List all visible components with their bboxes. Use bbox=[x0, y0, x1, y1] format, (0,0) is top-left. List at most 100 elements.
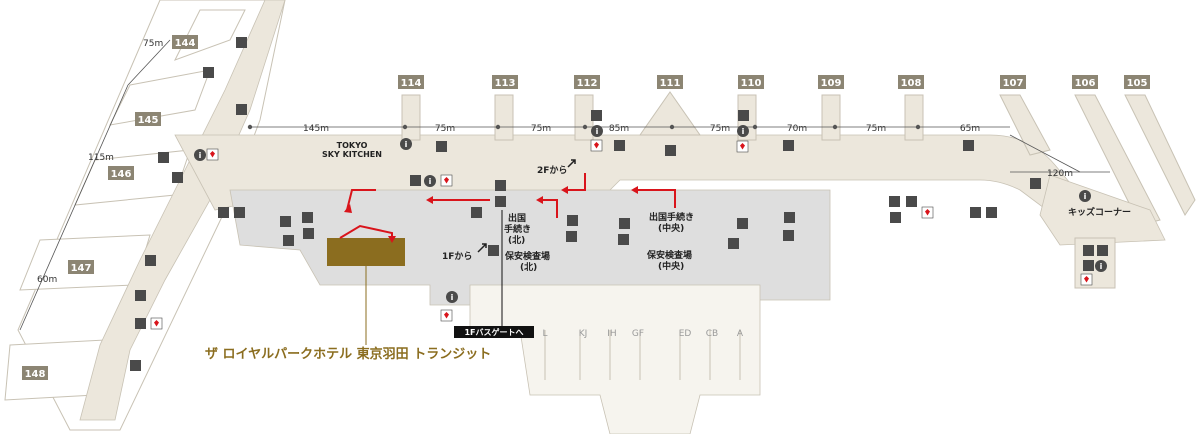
gate-badge-113[interactable]: 113 bbox=[492, 75, 518, 89]
phone-icon[interactable] bbox=[963, 140, 974, 151]
gate-113-finger bbox=[494, 94, 514, 141]
aed-icon[interactable] bbox=[736, 140, 749, 153]
gate-114-finger bbox=[401, 94, 421, 141]
info-icon[interactable]: i bbox=[1079, 190, 1091, 202]
gate-badge-109[interactable]: 109 bbox=[818, 75, 844, 89]
accessible-toilet-icon[interactable] bbox=[1083, 260, 1094, 271]
accessible-toilet-icon[interactable] bbox=[618, 234, 629, 245]
up-arrow-icon bbox=[567, 159, 576, 168]
lane-label: L bbox=[542, 329, 547, 339]
escalator-icon[interactable] bbox=[203, 67, 214, 78]
gate-badge-105[interactable]: 105 bbox=[1124, 75, 1150, 89]
restroom-icon[interactable] bbox=[135, 318, 146, 329]
info-icon[interactable]: i bbox=[591, 125, 603, 137]
bus-gate-label[interactable]: 1Fバスゲートへ bbox=[454, 326, 534, 338]
accessible-toilet-icon[interactable] bbox=[890, 212, 901, 223]
elevator-icon[interactable] bbox=[906, 196, 917, 207]
restroom-icon[interactable] bbox=[471, 207, 482, 218]
gate-badge-114[interactable]: 114 bbox=[398, 75, 424, 89]
gate-badge-111[interactable]: 111 bbox=[657, 75, 683, 89]
aed-icon[interactable] bbox=[921, 206, 934, 219]
stairs-icon[interactable] bbox=[665, 145, 676, 156]
gate-badge-148[interactable]: 148 bbox=[22, 366, 48, 380]
info-icon[interactable]: i bbox=[1095, 260, 1107, 272]
escalator-icon[interactable] bbox=[566, 231, 577, 242]
restroom-icon[interactable] bbox=[889, 196, 900, 207]
aed-icon[interactable] bbox=[1080, 273, 1093, 286]
accessible-toilet-icon[interactable] bbox=[728, 238, 739, 249]
phone-icon[interactable] bbox=[783, 140, 794, 151]
escalator-icon[interactable] bbox=[783, 230, 794, 241]
up-arrow-icon bbox=[477, 243, 487, 253]
stairs-icon[interactable] bbox=[130, 360, 141, 371]
elevator-icon[interactable] bbox=[738, 110, 749, 121]
svg-text:i: i bbox=[742, 127, 745, 136]
gate-107-finger bbox=[999, 94, 1051, 156]
phone-icon[interactable] bbox=[236, 37, 247, 48]
gate-badge-112[interactable]: 112 bbox=[574, 75, 600, 89]
gate-108-finger bbox=[904, 94, 924, 141]
escalator-icon[interactable] bbox=[283, 235, 294, 246]
accessible-toilet-icon[interactable] bbox=[303, 228, 314, 239]
info-icon[interactable]: i bbox=[737, 125, 749, 137]
phone-icon[interactable] bbox=[591, 110, 602, 121]
phone-icon[interactable] bbox=[436, 141, 447, 152]
escalator-icon[interactable] bbox=[145, 255, 156, 266]
restroom-icon[interactable] bbox=[302, 212, 313, 223]
svg-text:i: i bbox=[596, 127, 599, 136]
stairs-icon[interactable] bbox=[784, 212, 795, 223]
gate-badge-146[interactable]: 146 bbox=[108, 166, 134, 180]
gate-badge-144[interactable]: 144 bbox=[172, 35, 198, 49]
restroom-icon[interactable] bbox=[1083, 245, 1094, 256]
elevator-icon[interactable] bbox=[236, 104, 247, 115]
aed-icons bbox=[150, 139, 1093, 330]
aed-icon[interactable] bbox=[440, 309, 453, 322]
phone-icon[interactable] bbox=[1030, 178, 1041, 189]
aed-icon[interactable] bbox=[150, 317, 163, 330]
stairs-icon[interactable] bbox=[172, 172, 183, 183]
info-icon[interactable]: i bbox=[424, 175, 436, 187]
gate-106-finger bbox=[1074, 94, 1161, 226]
route-arrow bbox=[540, 199, 558, 218]
phone-icon[interactable] bbox=[1097, 245, 1108, 256]
aed-icon[interactable] bbox=[440, 174, 453, 187]
elevator-icon[interactable] bbox=[410, 175, 421, 186]
info-icon[interactable]: i bbox=[194, 149, 206, 161]
gate-badge-108[interactable]: 108 bbox=[898, 75, 924, 89]
lane-label: A bbox=[737, 329, 744, 339]
accessible-toilet-icon[interactable] bbox=[234, 207, 245, 218]
gate-badge-106[interactable]: 106 bbox=[1072, 75, 1098, 89]
hotel-label[interactable]: ザ ロイヤルパークホテル 東京羽田 トランジット bbox=[205, 346, 491, 362]
lane-label: KJ bbox=[579, 329, 588, 339]
distance-label: 120m bbox=[1047, 169, 1073, 179]
svg-text:106: 106 bbox=[1075, 78, 1096, 89]
restroom-icon[interactable] bbox=[970, 207, 981, 218]
info-icon[interactable]: i bbox=[446, 291, 458, 303]
escalator-icon[interactable] bbox=[495, 196, 506, 207]
restroom-icon[interactable] bbox=[619, 218, 630, 229]
restroom-icon[interactable] bbox=[218, 207, 229, 218]
gate-badge-107[interactable]: 107 bbox=[1000, 75, 1026, 89]
info-icon[interactable]: i bbox=[400, 138, 412, 150]
gate-badge-145[interactable]: 145 bbox=[135, 112, 161, 126]
sky-kitchen-label: SKY KITCHEN bbox=[322, 150, 382, 159]
gate-badge-110[interactable]: 110 bbox=[738, 75, 764, 89]
departure-central-label: 出国手続き bbox=[649, 211, 694, 223]
aed-icon[interactable] bbox=[590, 139, 603, 152]
phone-icon[interactable] bbox=[158, 152, 169, 163]
elevator-icon[interactable] bbox=[488, 245, 499, 256]
elevator-icon[interactable] bbox=[135, 290, 146, 301]
stairs-icon[interactable] bbox=[567, 215, 578, 226]
svg-text:i: i bbox=[451, 293, 454, 302]
gate-badge-147[interactable]: 147 bbox=[68, 260, 94, 274]
accessible-toilet-icon[interactable] bbox=[986, 207, 997, 218]
distance-label: 75m bbox=[710, 124, 730, 134]
stairs-icon[interactable] bbox=[737, 218, 748, 229]
from-2f-label: 2Fから bbox=[537, 165, 567, 176]
hotel-block[interactable] bbox=[327, 238, 405, 266]
stairs-icon[interactable] bbox=[280, 216, 291, 227]
phone-icon[interactable] bbox=[614, 140, 625, 151]
elevator-icon[interactable] bbox=[495, 180, 506, 191]
aed-icon[interactable] bbox=[206, 148, 219, 161]
